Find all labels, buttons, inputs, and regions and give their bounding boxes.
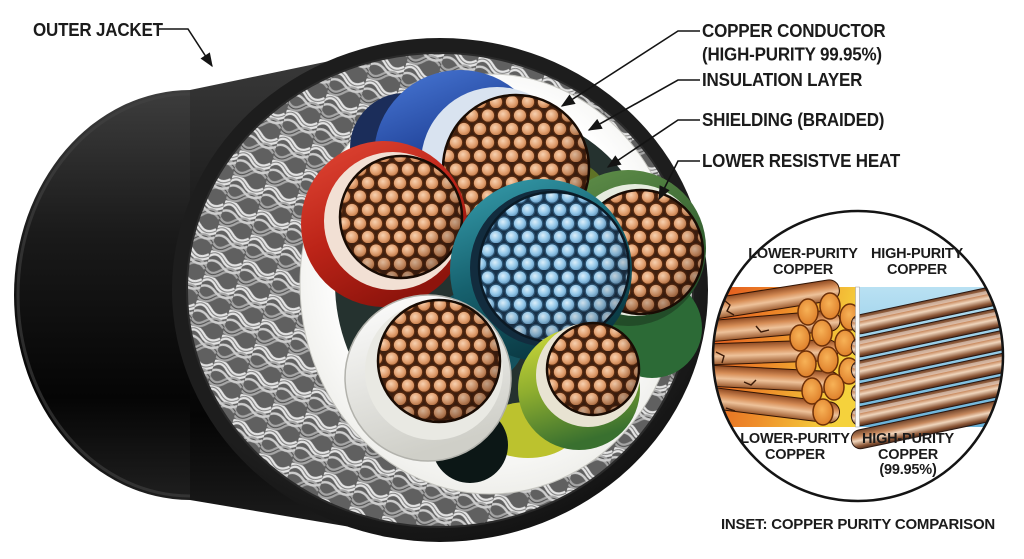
inset-caption: INSET: COPPER PURITY COMPARISON [720,516,996,533]
label-copper-conductor: COPPER CONDUCTOR (HIGH-PURITY 99.95%) [702,20,886,67]
inset-label-bottom-right-line1: HIGH-PURITY [861,431,955,447]
inset-label-top-right-line2: COPPER [886,261,948,278]
label-outer-jacket: OUTER JACKET [33,20,163,41]
inset-label-bottom-left: LOWER-PURITY COPPER [728,431,862,463]
inset-copper-comparison [711,209,1005,503]
label-copper-conductor-line2: (HIGH-PURITY 99.95%) [702,44,882,65]
inset-label-top-left-line2: COPPER [772,261,834,278]
label-copper-conductor-line1: COPPER CONDUCTOR [702,21,886,42]
inset-label-bottom-right-line2: COPPER [877,446,939,463]
leader-copper-conductor [560,30,700,107]
leader-lines [158,28,700,201]
inset-label-bottom-right-line3: (99.95%) [879,462,937,478]
inset-image-band [713,279,1003,450]
cable-cutaway [14,38,708,542]
inset-label-top-left-line1: LOWER-PURITY [748,246,858,262]
label-shielding: SHIELDING (BRAIDED) [702,110,885,131]
inset-lower-purity-half [713,279,861,427]
wire-teal-center [450,179,632,361]
inset-divider [855,286,860,428]
inset-circle-outline [711,209,1005,503]
wire-white [344,294,512,462]
leader-lower-heat [658,160,700,201]
leader-outer-jacket [158,28,213,68]
inset-high-purity-half [850,283,1003,450]
inset-label-top-right: HIGH-PURITY COPPER [850,246,984,278]
leader-insulation [587,79,700,131]
inset-label-top-left: LOWER-PURITY COPPER [736,246,870,278]
leader-shielding [606,119,700,168]
wire-red [301,141,467,307]
inset-label-bottom-right: HIGH-PURITY COPPER (99.95%) [841,431,975,479]
wire-yellow-green [518,321,641,450]
inset-label-bottom-left-line2: COPPER [764,446,826,463]
label-insulation-layer: INSULATION LAYER [702,70,863,91]
label-lower-resistive-heat: LOWER RESISTVE HEAT [702,151,901,172]
inset-label-top-right-line1: HIGH-PURITY [870,246,964,262]
crack-marks [715,299,770,412]
inset-label-bottom-left-line1: LOWER-PURITY [740,431,850,447]
